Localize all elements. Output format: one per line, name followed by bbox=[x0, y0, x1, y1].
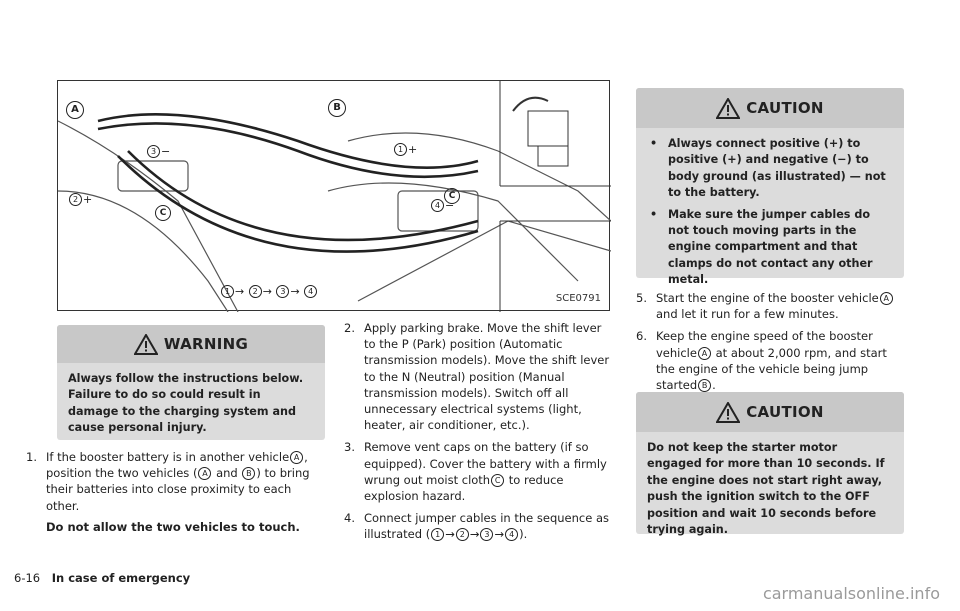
step-number: 5. bbox=[636, 291, 647, 305]
cloth-c-icon: C bbox=[491, 473, 505, 487]
caution-text: Do not keep the starter motor engaged fo… bbox=[647, 441, 885, 537]
label-3-minus: 3− bbox=[146, 145, 170, 158]
step-text: and bbox=[212, 466, 242, 481]
step-text: ). bbox=[519, 527, 528, 542]
warning-header: WARNING bbox=[57, 325, 325, 363]
jump-start-illustration: A B C C 3− 2+ 1+ 4− 1→ 2→ 3→ 4 SCE0791 bbox=[57, 80, 611, 312]
vehicle-b-icon: B bbox=[698, 379, 712, 393]
caution-header: CAUTION bbox=[636, 88, 904, 128]
label-c-right: C bbox=[444, 188, 460, 204]
caution-box-2: CAUTION Do not keep the starter motor en… bbox=[636, 392, 904, 536]
step-text: to reduce explosion hazard. bbox=[364, 472, 564, 504]
step-text: . bbox=[712, 378, 716, 393]
step-3: 3. Remove vent caps on the battery (if s… bbox=[344, 439, 610, 504]
left-column-steps: 1. If the booster battery is in another … bbox=[26, 449, 326, 541]
caution-triangle-icon bbox=[716, 401, 741, 423]
vehicle-a-icon: A bbox=[879, 292, 893, 305]
step-text: , position the two vehicles ( bbox=[46, 450, 308, 481]
caution-box-1: CAUTION •Always connect positive (+) to … bbox=[636, 88, 904, 286]
step-4: 4. Connect jumper cables in the sequence… bbox=[344, 511, 610, 542]
caution-triangle-icon bbox=[716, 97, 741, 119]
label-c-left: C bbox=[155, 205, 171, 221]
label-2-plus: 2+ bbox=[68, 193, 92, 206]
step-text: Remove vent caps on the battery (if so e… bbox=[364, 440, 607, 487]
page-footer: 6-16 In case of emergency bbox=[14, 571, 190, 585]
page-number: 6-16 bbox=[14, 571, 41, 585]
step-text: at about 2,000 rpm, and start the engine… bbox=[656, 345, 887, 393]
step-text: and let it run for a few minutes. bbox=[656, 307, 839, 322]
step-text: Connect jumper cables in the sequence as… bbox=[364, 511, 610, 542]
caution-list: •Always connect positive (+) to positive… bbox=[636, 128, 904, 300]
middle-column-steps: 2. Apply parking brake. Move the shift l… bbox=[344, 320, 610, 549]
caution-item: •Always connect positive (+) to positive… bbox=[650, 137, 886, 200]
step-number: 3. bbox=[344, 440, 355, 455]
step-number: 6. bbox=[636, 329, 647, 344]
step-number: 4. bbox=[344, 511, 355, 526]
jump-start-diagram bbox=[58, 81, 611, 312]
warning-text: Always follow the instructions below. Fa… bbox=[68, 372, 304, 435]
warning-title: WARNING bbox=[163, 335, 249, 353]
vehicle-a-icon: A bbox=[198, 467, 212, 481]
caution-item: •Make sure the jumper cables do not touc… bbox=[650, 207, 873, 287]
right-column-steps: 5. Start the engine of the booster vehic… bbox=[636, 290, 908, 399]
vehicle-a-icon: A bbox=[290, 451, 304, 464]
step-1: 1. If the booster battery is in another … bbox=[26, 449, 326, 535]
vehicle-a-icon: A bbox=[697, 346, 711, 360]
step-2: 2. Apply parking brake. Move the shift l… bbox=[344, 320, 610, 433]
step-text: Keep the engine speed of the booster veh… bbox=[656, 329, 873, 360]
step-5: 5. Start the engine of the booster vehic… bbox=[636, 290, 908, 322]
step-text: Apply parking brake. Move the shift leve… bbox=[364, 321, 610, 433]
warning-box: WARNING Always follow the instructions b… bbox=[57, 325, 325, 440]
step-text: ) to bring their batteries into close pr… bbox=[46, 466, 310, 513]
warning-triangle-icon bbox=[133, 333, 158, 355]
label-b: B bbox=[328, 99, 346, 117]
label-1-plus: 1+ bbox=[393, 143, 417, 156]
step-number: 1. bbox=[26, 450, 37, 464]
figure-code: SCE0791 bbox=[555, 293, 601, 304]
label-a: A bbox=[66, 101, 84, 119]
caution-header: CAUTION bbox=[636, 392, 904, 432]
step-6: 6. Keep the engine speed of the booster … bbox=[636, 328, 908, 393]
section-title: In case of emergency bbox=[51, 571, 191, 585]
step-number: 2. bbox=[344, 321, 355, 335]
step-text: Start the engine of the booster vehicle bbox=[656, 291, 879, 305]
caution-title: CAUTION bbox=[746, 99, 824, 117]
caution-title: CAUTION bbox=[746, 403, 824, 421]
step-note: Do not allow the two vehicles to touch. bbox=[46, 519, 300, 534]
vehicle-b-icon: B bbox=[242, 467, 256, 481]
sequence-legend: 1→ 2→ 3→ 4 bbox=[220, 285, 318, 298]
step-text: If the booster battery is in another veh… bbox=[46, 450, 290, 464]
label-4-minus: 4− bbox=[430, 199, 454, 212]
watermark: carmanualsonline.info bbox=[762, 584, 940, 603]
